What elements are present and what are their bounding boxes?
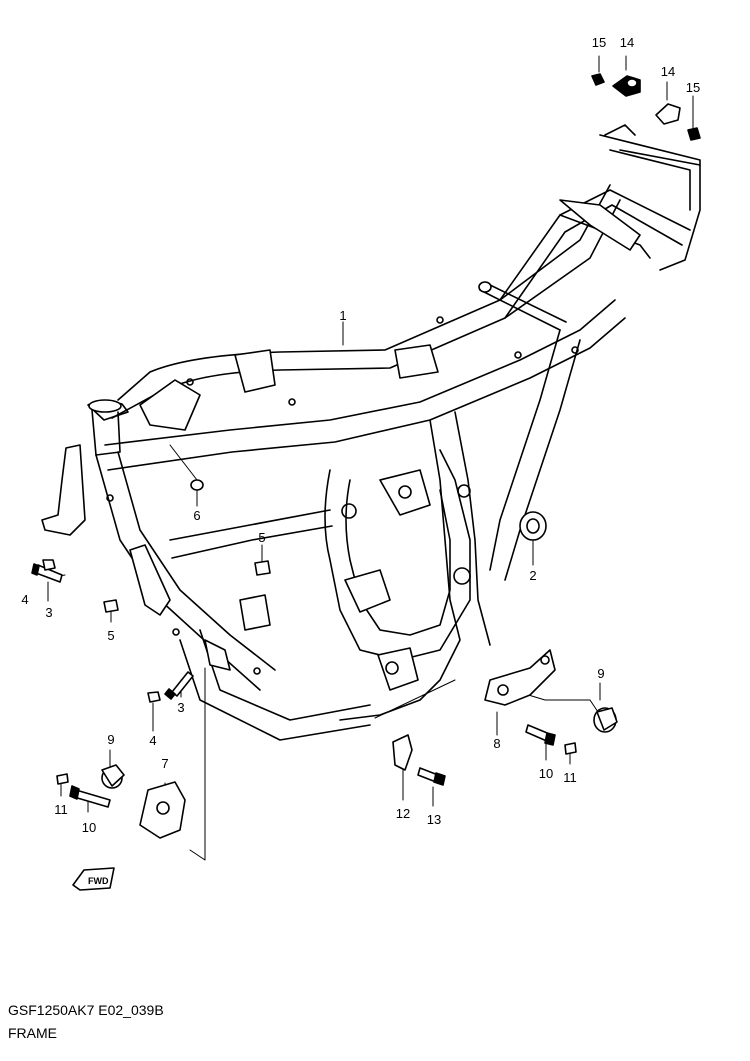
callout-13: 13 (427, 812, 441, 827)
leader-lines (47, 55, 694, 861)
callout-4: 4 (21, 592, 28, 607)
part-8-bracket (484, 649, 556, 706)
part-10-bolt-left (69, 785, 111, 808)
part-4-nut-center (147, 691, 161, 703)
callout-7: 7 (161, 756, 168, 771)
part-12-bracket (392, 734, 413, 771)
part-6-plug (190, 479, 204, 491)
part-14-clamp-right (655, 103, 681, 125)
part-10-bolt-right (525, 724, 556, 746)
callout-8: 8 (493, 736, 500, 751)
part-7-bracket (139, 781, 186, 839)
diagram-title: FRAME (8, 1025, 57, 1041)
part-15-bolt-right (687, 127, 701, 141)
part-13-bolt (417, 767, 446, 786)
callout-12: 12 (396, 806, 410, 821)
main-frame (41, 124, 701, 741)
callout-numbers: 1 2 3 3 4 4 5 5 6 7 8 9 9 10 10 11 11 12… (21, 35, 700, 835)
callout-9: 9 (107, 732, 114, 747)
callout-3: 3 (177, 700, 184, 715)
callout-14: 14 (661, 64, 675, 79)
part-4-nut-left (42, 559, 56, 571)
callout-6: 6 (193, 508, 200, 523)
callout-1: 1 (339, 308, 346, 323)
part-3-bolt-left (31, 563, 63, 583)
callout-15: 15 (686, 80, 700, 95)
part-15-bolt-left (591, 73, 605, 86)
part-9-bushing-left (101, 764, 125, 789)
part-3-bolt-center (164, 671, 194, 700)
part-5-nut-left (103, 599, 119, 613)
part-5-nut-center (254, 560, 271, 576)
callout-4: 4 (149, 733, 156, 748)
callout-11: 11 (54, 802, 68, 817)
callout-5: 5 (107, 628, 114, 643)
diagram-code: GSF1250AK7 E02_039B (8, 1002, 164, 1018)
part-14-clamp-left (612, 75, 641, 97)
part-11-nut-left (56, 773, 69, 785)
callout-15: 15 (592, 35, 606, 50)
callout-5: 5 (258, 530, 265, 545)
callout-11: 11 (563, 770, 577, 785)
callout-2: 2 (529, 568, 536, 583)
fwd-label: FWD (88, 876, 109, 886)
part-9-bushing-right (593, 707, 618, 733)
callout-10: 10 (539, 766, 553, 781)
part-11-nut-right (564, 742, 577, 755)
callout-9: 9 (597, 666, 604, 681)
callout-10: 10 (82, 820, 96, 835)
callout-14: 14 (620, 35, 634, 50)
part-2-washer (519, 511, 547, 541)
callout-3: 3 (45, 605, 52, 620)
fwd-arrow-icon (72, 867, 115, 891)
